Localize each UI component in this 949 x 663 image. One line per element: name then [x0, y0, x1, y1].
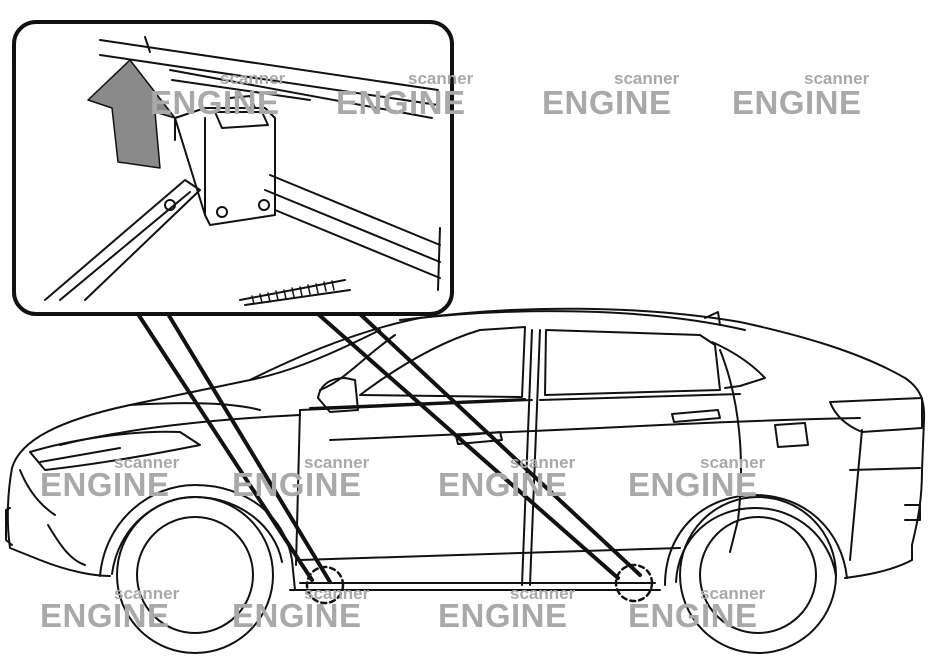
front-wheel	[116, 496, 274, 654]
rear-wheel	[679, 496, 837, 654]
rear-jack-point-marker	[614, 563, 654, 603]
callout-leader-lines	[136, 312, 642, 584]
arrow-up-icon	[87, 59, 176, 169]
detail-inset	[12, 20, 454, 316]
front-jack-point-marker	[305, 565, 345, 605]
